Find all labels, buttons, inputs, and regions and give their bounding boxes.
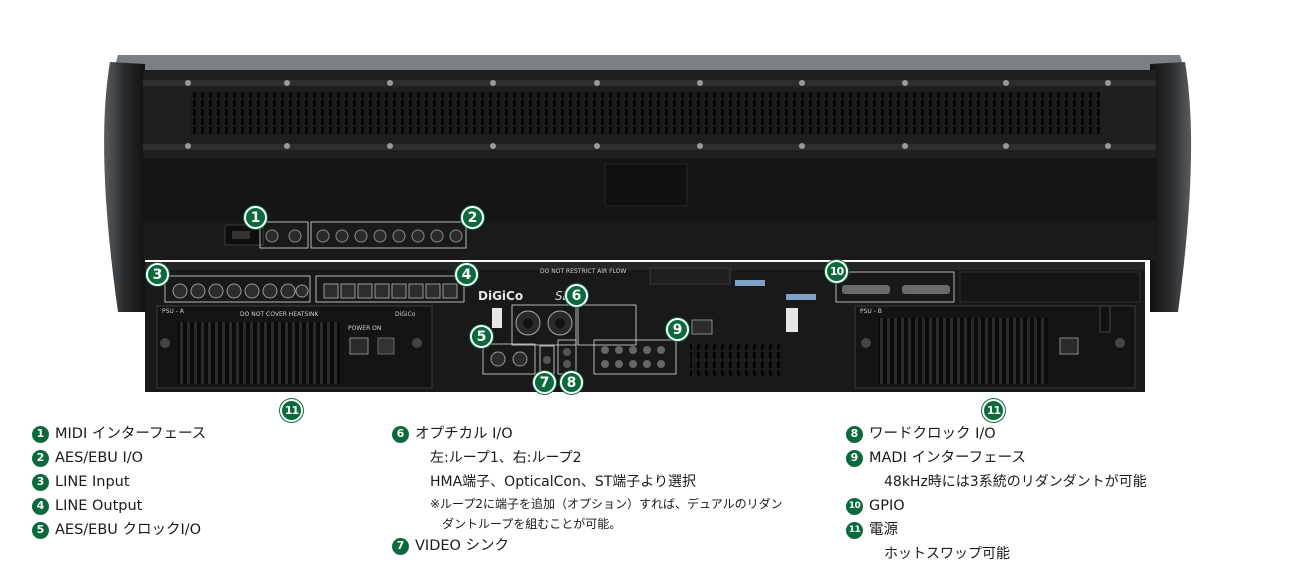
line-input-ports xyxy=(164,275,311,303)
callout-1: 1 xyxy=(244,206,267,229)
upper-vent-grille xyxy=(190,92,1100,134)
top-rail-screws xyxy=(185,80,1111,149)
legend-item-6-sub2: HMA端子、OpticalCon、ST端子より選択 xyxy=(430,474,697,490)
psu-a-module: PSU - A DO NOT COVER HEATSINK POWER ON D… xyxy=(156,305,433,389)
line-output-ports xyxy=(315,275,465,303)
airflow-label: DO NOT RESTRICT AIR FLOW xyxy=(540,268,626,275)
svg-text:PSU - B: PSU - B xyxy=(860,308,882,315)
connector-strip xyxy=(143,220,1156,260)
callout-5: 5 xyxy=(470,325,493,348)
aes-ebu-io-ports xyxy=(310,221,467,249)
callout-6: 6 xyxy=(565,284,588,307)
madi-bnc-ports xyxy=(593,339,677,375)
midi-ports xyxy=(259,221,309,249)
callout-9: 9 xyxy=(666,318,689,341)
svg-text:DiGiCo: DiGiCo xyxy=(395,311,416,318)
aes-clock-ports xyxy=(482,343,536,375)
svg-text:DO NOT COVER HEATSINK: DO NOT COVER HEATSINK xyxy=(240,311,319,318)
console-rear-illustration: DO NOT RESTRICT AIR FLOW PSU - A DO NOT … xyxy=(104,55,1192,392)
callout-7: 7 xyxy=(533,371,556,394)
callout-4: 4 xyxy=(455,263,478,286)
left-endcap xyxy=(104,62,145,312)
gpio-ports xyxy=(835,271,955,303)
callout-10: 10 xyxy=(825,260,848,283)
legend-item-6-sub1: 左:ループ1、右:ループ2 xyxy=(430,450,582,466)
callout-11-right: 11 xyxy=(982,399,1005,422)
optical-io-ports xyxy=(511,304,577,346)
psu-b-module: PSU - B xyxy=(854,305,1136,389)
legend-item-6-note2: ダントループを組むことが可能。 xyxy=(442,517,622,531)
brand-logo: DiGiCo xyxy=(478,289,523,303)
legend-item-11-sub1: ホットスワップ可能 xyxy=(884,546,1010,562)
callout-8: 8 xyxy=(560,371,583,394)
console-top-frame xyxy=(113,55,1185,72)
svg-text:POWER ON: POWER ON xyxy=(348,325,381,332)
svg-text:PSU - A: PSU - A xyxy=(162,308,185,315)
legend-item-6-note1: ※ループ2に端子を追加（オプション）すれば、デュアルのリダン xyxy=(430,497,783,511)
callout-11-left: 11 xyxy=(280,399,303,422)
callout-2: 2 xyxy=(461,206,484,229)
callout-3: 3 xyxy=(146,263,169,286)
legend-item-9-sub1: 48kHz時には3系統のリダンダントが可能 xyxy=(884,474,1147,490)
right-endcap xyxy=(1150,62,1192,312)
